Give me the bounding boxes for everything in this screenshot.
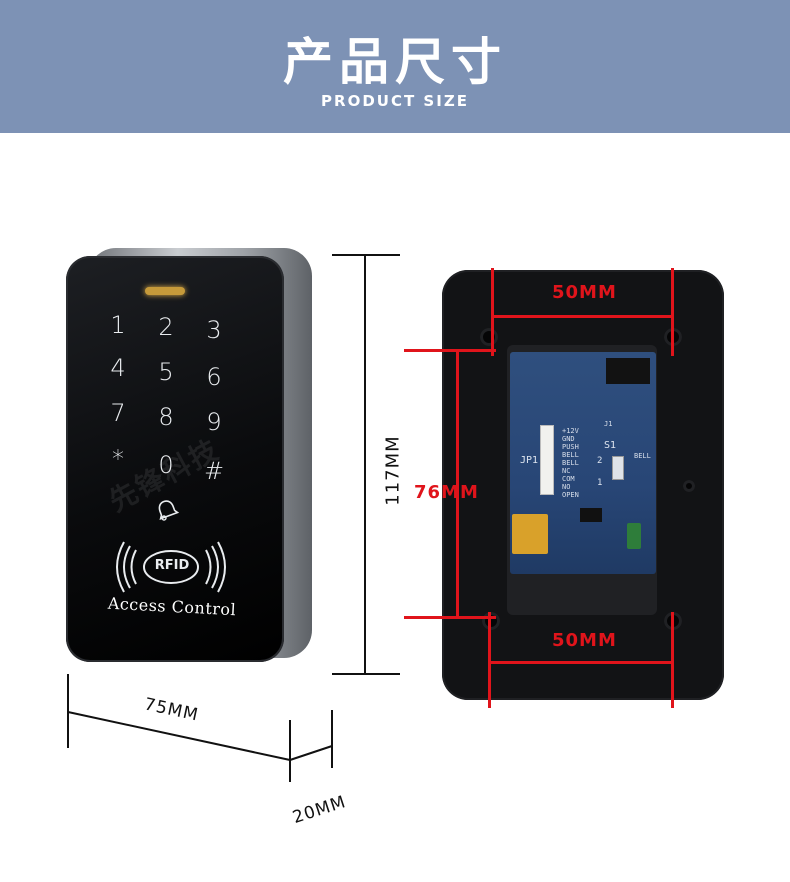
screw-hole-side (683, 480, 695, 492)
depth-label: 20MM (290, 791, 349, 829)
pcb-terminal-labels: +12V GND PUSH BELL BELL NC COM NO OPEN (562, 427, 579, 499)
key-3: 3 (206, 316, 222, 344)
rfid-label: RFID (154, 558, 190, 573)
pcb-switch (612, 456, 624, 480)
pcb-label-s1: S1 (604, 440, 617, 451)
keypad-front-panel (66, 256, 284, 662)
bottom-spacing-line (488, 661, 674, 664)
vertical-spacing-label: 76MM (414, 482, 479, 503)
key-hash: # (203, 457, 225, 485)
key-7: 7 (110, 399, 126, 427)
bottom-spacing-label: 50MM (552, 630, 617, 651)
terminal-push: PUSH (562, 443, 579, 451)
upper-horizontal-marker (404, 349, 496, 352)
height-label: 117MM (382, 435, 404, 506)
bottom-left-vertical-marker (488, 612, 491, 708)
pcb-label-bell: BELL (634, 452, 651, 460)
pcb-capacitor (627, 523, 641, 549)
top-left-vertical-marker (491, 268, 494, 356)
key-2: 2 (158, 313, 174, 341)
key-4: 4 (110, 354, 126, 382)
pcb-label-jp1: JP1 (520, 455, 539, 466)
pcb-connector (540, 425, 554, 495)
page-title: 产品尺寸 (283, 33, 507, 91)
pcb-relay (512, 514, 548, 554)
key-8: 8 (158, 403, 174, 431)
key-9: 9 (206, 408, 222, 436)
mount-hole-top-left (480, 328, 498, 346)
pcb-label-2: 2 (597, 456, 603, 466)
lower-horizontal-marker (404, 616, 496, 619)
key-5: 5 (158, 358, 174, 386)
mount-hole-bottom-left (482, 612, 500, 630)
vertical-spacing-line (456, 349, 459, 619)
terminal-com: COM (562, 475, 575, 483)
key-1: 1 (110, 311, 126, 339)
rfid-symbol (116, 541, 226, 593)
key-star: * (112, 445, 124, 473)
top-spacing-line (491, 315, 674, 318)
pcb-chip (580, 508, 602, 522)
terminal-open: OPEN (562, 491, 579, 499)
bell-icon (158, 500, 180, 521)
page-subtitle: PRODUCT SIZE (321, 92, 469, 110)
height-dimension-bottom-tick (332, 673, 400, 675)
height-dimension-line (364, 254, 366, 674)
terminal-gnd: GND (562, 435, 575, 443)
key-6: 6 (206, 363, 222, 391)
pcb-label-j1: J1 (604, 420, 613, 428)
height-dimension-top-tick (332, 254, 400, 256)
width-depth-dimension-lines (67, 674, 333, 782)
terminal-12v: +12V (562, 427, 579, 435)
pcb-label-1: 1 (597, 478, 603, 488)
status-led (145, 287, 185, 295)
bottom-right-vertical-marker (671, 612, 674, 708)
pcb-chip-top (606, 358, 650, 384)
top-spacing-label: 50MM (552, 282, 617, 303)
terminal-bell-1: BELL (562, 451, 579, 459)
key-0: 0 (158, 451, 174, 479)
terminal-bell-2: BELL (562, 459, 579, 467)
terminal-nc: NC (562, 467, 571, 475)
top-right-vertical-marker (671, 268, 674, 356)
header-banner (0, 0, 790, 133)
terminal-no: NO (562, 483, 571, 491)
